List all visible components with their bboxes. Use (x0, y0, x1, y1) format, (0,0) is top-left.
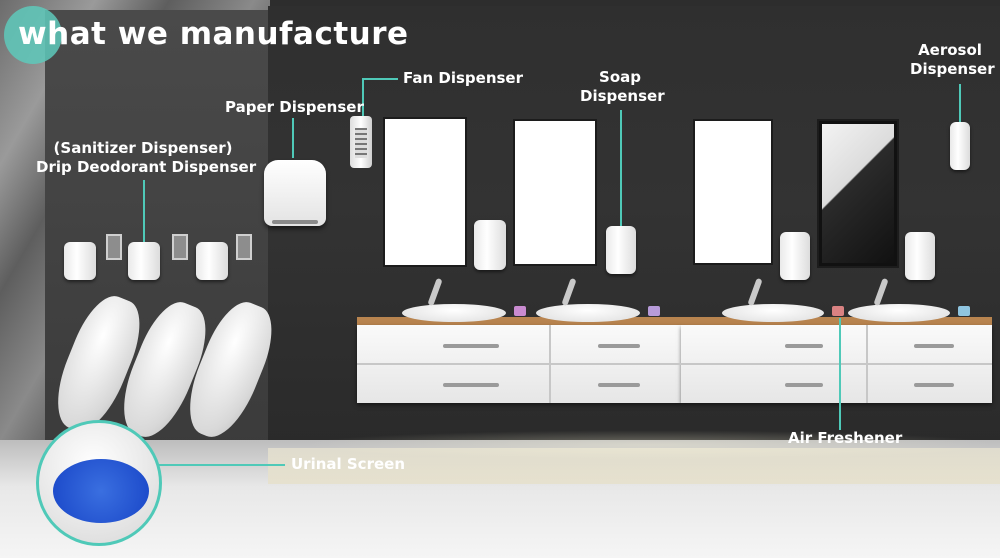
label-sanitizer-dispenser: (Sanitizer Dispenser) Drip Deodorant Dis… (36, 139, 257, 177)
callout-line-fan (362, 78, 364, 116)
air-freshener (958, 306, 970, 316)
flush-plate (172, 234, 188, 260)
air-freshener (648, 306, 660, 316)
soap-dispenser (905, 232, 935, 280)
label-sanitizer-line1: (Sanitizer Dispenser) (53, 139, 233, 157)
callout-line-fan (362, 78, 398, 80)
aerosol-dispenser (950, 122, 970, 170)
drawer-handle (914, 344, 954, 348)
sink (722, 304, 824, 322)
mirror (695, 121, 771, 263)
air-freshener (832, 306, 844, 316)
sink (848, 304, 950, 322)
label-air-freshener: Air Freshener (788, 429, 903, 447)
mirror (385, 119, 465, 265)
drawer-handle (914, 383, 954, 387)
fan-dispenser-grill (355, 128, 367, 158)
drawer-handle (598, 344, 640, 348)
soap-dispenser (606, 226, 636, 274)
callout-line-sanitizer (143, 180, 145, 242)
label-urinal-screen: Urinal Screen (291, 455, 406, 473)
mirror (515, 121, 595, 264)
soap-dispenser (474, 220, 506, 270)
callout-line-soap (620, 110, 622, 226)
drawer-handle (785, 383, 823, 387)
drip-deodorant-dispenser (64, 242, 96, 280)
label-soap-dispenser-line1: Soap (599, 68, 641, 86)
drawer-divider (549, 325, 551, 403)
sink (536, 304, 640, 322)
label-soap-dispenser: Soap Dispenser (580, 68, 665, 106)
label-aerosol-dispenser: Aerosol Dispenser (910, 41, 995, 79)
drawer-handle (785, 344, 823, 348)
label-paper-dispenser: Paper Dispenser (225, 98, 364, 116)
mirror (819, 121, 897, 266)
drawer-handle (443, 344, 499, 348)
countertop (357, 317, 681, 325)
drawer-handle (598, 383, 640, 387)
drawer-divider (866, 325, 868, 403)
label-aerosol-dispenser-line1: Aerosol (918, 41, 982, 59)
floor-glow (300, 430, 1000, 460)
air-freshener (514, 306, 526, 316)
callout-line-air-freshener (839, 318, 841, 430)
drawer-divider (357, 363, 992, 365)
flush-plate (236, 234, 252, 260)
floor-light-strip (268, 448, 1000, 484)
label-soap-dispenser-line2: Dispenser (580, 87, 665, 105)
drip-deodorant-dispenser (196, 242, 228, 280)
title-accent-circle (4, 6, 62, 64)
paper-dispenser (264, 160, 326, 226)
label-aerosol-dispenser-line2: Dispenser (910, 60, 995, 78)
label-sanitizer-line2: Drip Deodorant Dispenser (36, 158, 257, 176)
urinal-screen-zoom (36, 420, 162, 546)
label-fan-dispenser: Fan Dispenser (403, 69, 523, 87)
urinal-screen (53, 459, 149, 523)
countertop (681, 317, 992, 325)
paper-dispenser-slot (272, 220, 318, 224)
soap-dispenser (780, 232, 810, 280)
drip-deodorant-dispenser (128, 242, 160, 280)
flush-plate (106, 234, 122, 260)
sink (402, 304, 506, 322)
drawer-handle (443, 383, 499, 387)
page-title: what we manufacture (18, 16, 409, 52)
callout-line-aerosol (959, 84, 961, 122)
callout-line-paper (292, 118, 294, 158)
callout-line-urinal-screen (155, 464, 285, 466)
